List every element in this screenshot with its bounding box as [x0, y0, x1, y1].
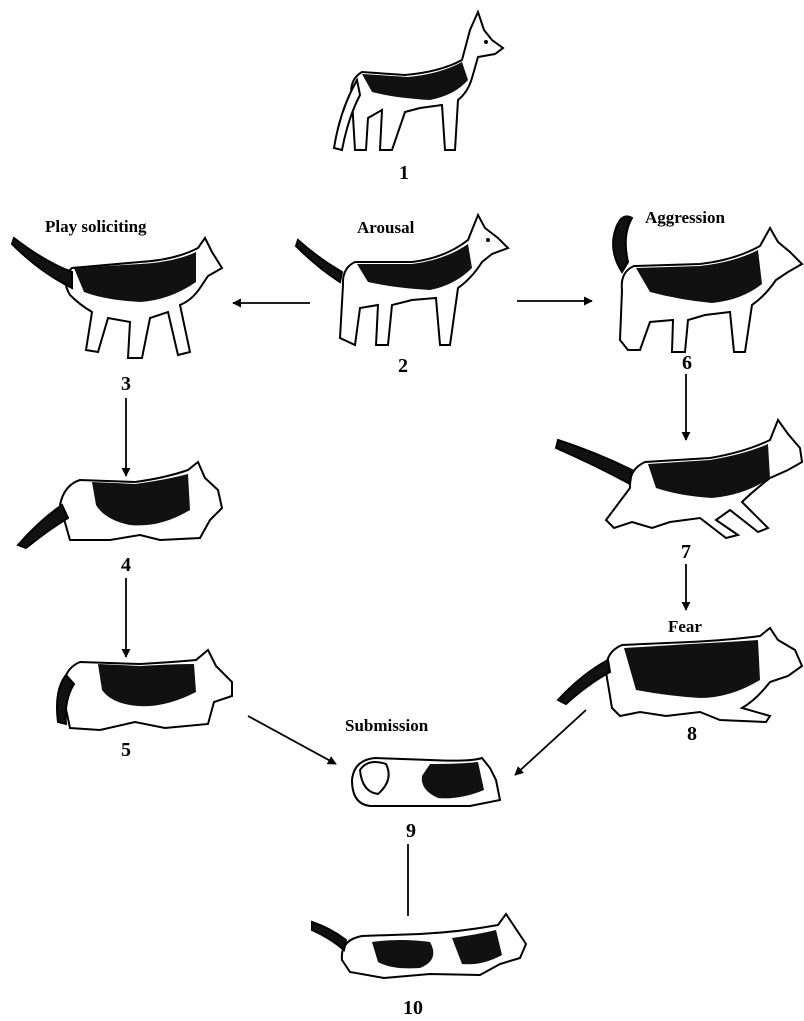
dog-pose-5	[57, 650, 232, 730]
pose-number-9: 9	[406, 821, 416, 841]
dog-pose-3	[12, 238, 222, 358]
pose-number-4: 4	[121, 555, 131, 575]
dog-pose-7	[556, 420, 802, 538]
label-play-soliciting: Play soliciting	[45, 218, 147, 235]
label-arousal: Arousal	[357, 219, 414, 236]
dog-pose-4	[18, 462, 222, 548]
pose-number-3: 3	[121, 374, 131, 394]
dog-pose-8	[558, 628, 802, 722]
dog-pose-9	[352, 758, 500, 806]
pose-number-10: 10	[403, 998, 423, 1018]
pose-number-7: 7	[681, 542, 691, 562]
pose-number-5: 5	[121, 740, 131, 760]
pose-number-1: 1	[399, 163, 409, 183]
dog-pose-1	[334, 12, 503, 150]
pose-number-2: 2	[398, 356, 408, 376]
label-fear: Fear	[668, 618, 702, 635]
dog-pose-10	[312, 914, 526, 978]
label-submission: Submission	[345, 717, 428, 734]
arrow-8-to-9	[515, 710, 586, 775]
pose-number-6: 6	[682, 353, 692, 373]
arrow-5-to-9	[248, 716, 336, 764]
pose-number-8: 8	[687, 724, 697, 744]
label-aggression: Aggression	[645, 209, 725, 226]
dog-pose-6	[613, 216, 802, 352]
